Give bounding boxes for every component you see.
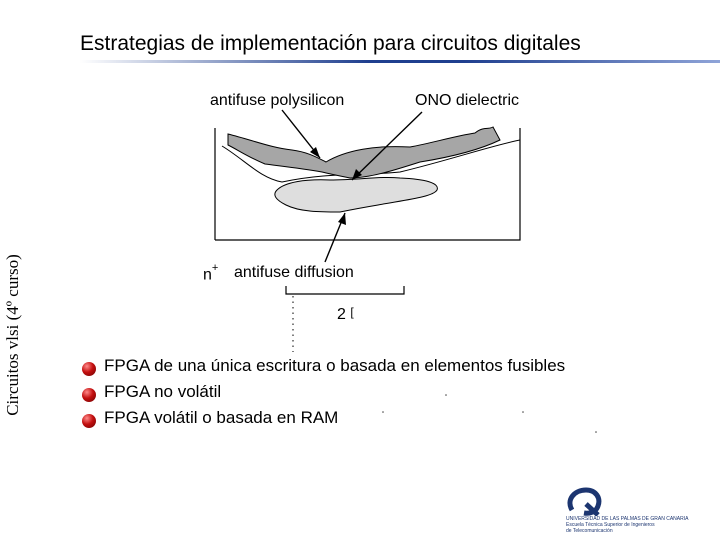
logo-line-3: de Telecomunicación xyxy=(566,528,613,534)
polysilicon-label: antifuse polysilicon xyxy=(210,92,345,109)
polysilicon-layer xyxy=(227,126,501,179)
red-sphere-bullet-icon xyxy=(82,388,96,402)
dimension-label: 2 [ xyxy=(337,305,354,324)
bullet-text: FPGA no volátil xyxy=(104,382,222,401)
dimension-unit: [ xyxy=(350,305,354,319)
diffusion-region xyxy=(274,176,438,213)
logo-text: UNIVERSIDAD DE LAS PALMAS DE GRAN CANARI… xyxy=(566,516,688,534)
dielectric-arrowhead xyxy=(352,169,362,180)
university-logo: UNIVERSIDAD DE LAS PALMAS DE GRAN CANARI… xyxy=(560,486,710,536)
diffusion-arrowhead xyxy=(338,213,346,225)
diffusion-label: antifuse diffusion xyxy=(234,264,354,281)
speck xyxy=(445,394,447,396)
dielectric-label: ONO dielectric xyxy=(415,92,520,109)
dimension-value: 2 xyxy=(337,306,346,323)
polysilicon-arrowhead xyxy=(310,147,320,158)
dielectric-pointer xyxy=(351,111,423,181)
red-sphere-bullet-icon xyxy=(82,414,96,428)
dimension-bracket xyxy=(285,286,405,295)
logo-line-1: UNIVERSIDAD DE LAS PALMAS DE GRAN CANARI… xyxy=(566,516,689,522)
bullet-text: FPGA de una única escritura o basada en … xyxy=(104,356,566,375)
title-underline xyxy=(80,60,720,63)
bullet-text: FPGA volátil o basada en RAM xyxy=(104,408,339,427)
substrate-outline xyxy=(214,128,521,241)
logo-emblem-icon xyxy=(567,487,602,516)
page-title: Estrategias de implementación para circu… xyxy=(80,32,581,55)
speck xyxy=(595,431,597,433)
speck xyxy=(522,411,524,413)
speck xyxy=(382,411,384,413)
n-label: n xyxy=(203,266,212,284)
n-superscript: + xyxy=(211,262,219,274)
red-sphere-bullet-icon xyxy=(82,362,96,376)
logo-line-2: Escuela Técnica Superior de Ingenieros xyxy=(566,522,655,528)
n-plus-label: n+ xyxy=(203,262,219,284)
